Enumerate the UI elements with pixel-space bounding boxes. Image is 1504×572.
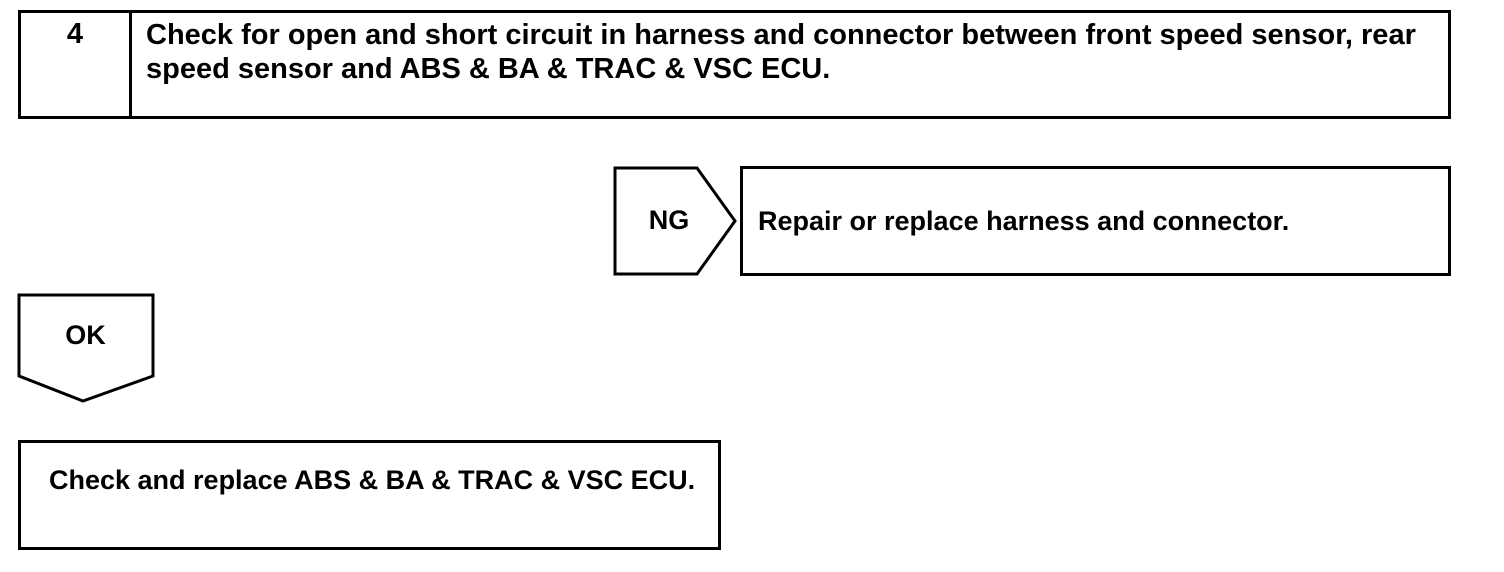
ok-result-box: Check and replace ABS & BA & TRAC & VSC … <box>18 440 721 550</box>
step-box: 4 Check for open and short circuit in ha… <box>18 10 1451 119</box>
step-number-cell: 4 <box>21 13 132 116</box>
step-number: 4 <box>66 18 84 50</box>
ok-result-text: Check and replace ABS & BA & TRAC & VSC … <box>49 465 696 495</box>
ng-result-text: Repair or replace harness and connector. <box>758 206 1290 236</box>
ng-label: NG <box>648 205 690 235</box>
ng-result-box: Repair or replace harness and connector. <box>740 166 1451 276</box>
step-title: Check for open and short circuit in harn… <box>146 19 1416 85</box>
ok-label: OK <box>65 320 106 350</box>
